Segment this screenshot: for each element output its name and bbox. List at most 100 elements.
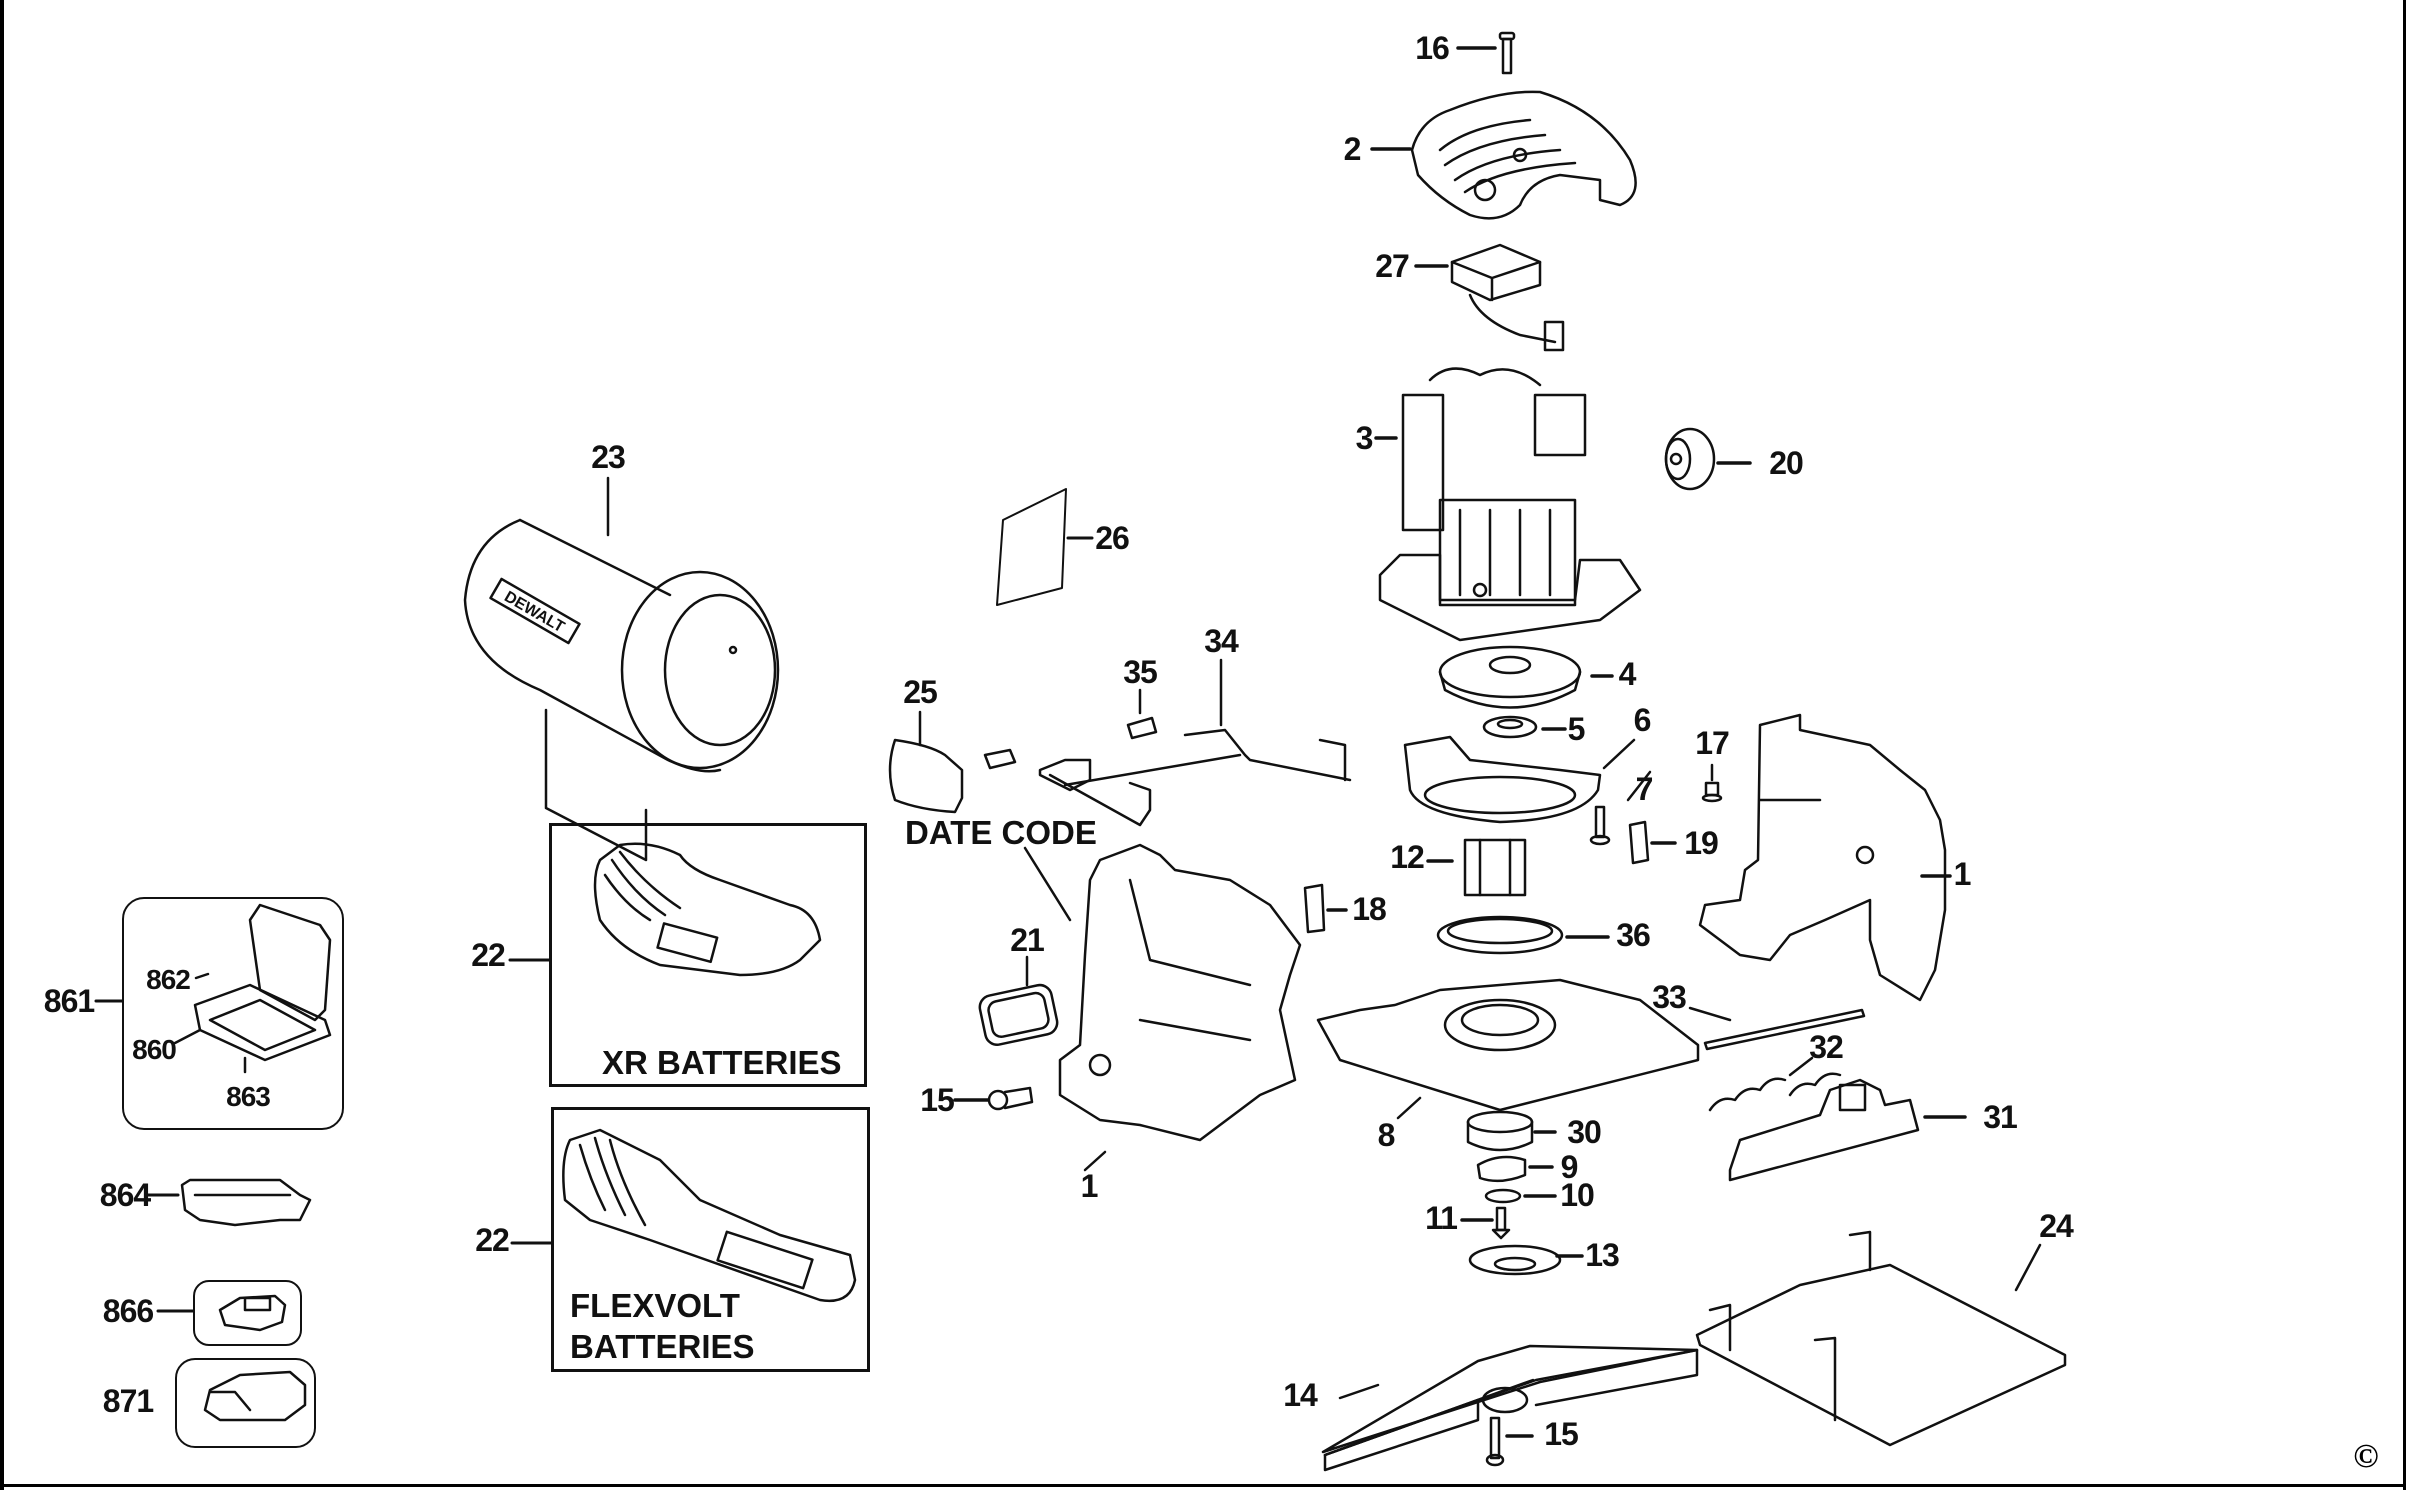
part-label-2: 2 (1343, 131, 1362, 167)
part-34-wire-clamp (1040, 660, 1350, 825)
part-label-22-flexvolt: 22 (475, 1222, 510, 1258)
part-label-5: 5 (1567, 711, 1586, 747)
frame-border-left (0, 0, 4, 1490)
part-14-sanding-pad (1323, 1335, 1697, 1470)
part-label-10: 10 (1560, 1177, 1595, 1213)
part-861-kit-box (175, 905, 330, 1072)
part-36-seal-ring (1438, 917, 1608, 953)
part-label-18: 18 (1352, 891, 1387, 927)
part-label-14: 14 (1283, 1377, 1318, 1413)
battery-frame (193, 1280, 302, 1346)
part-label-31: 31 (1983, 1099, 2018, 1135)
part-label-23: 23 (591, 439, 626, 475)
part-31-clamp-lever (1730, 1080, 1965, 1180)
part-864-kit-insert (148, 1180, 310, 1225)
part-19-terminal-clip (1630, 822, 1675, 863)
part-17-spring-screw (1703, 765, 1721, 801)
part-9-counterweight (1478, 1157, 1552, 1181)
part-label-27: 27 (1375, 248, 1410, 284)
dewalt-logo (491, 579, 580, 643)
part-label-26: 26 (1095, 520, 1130, 556)
part-label-22-xr: 22 (471, 937, 506, 973)
kit-box-frame (122, 897, 344, 1130)
part-label-871: 871 (102, 1383, 154, 1419)
part-1-right-housing (1700, 715, 1950, 1000)
part-21-gasket (978, 957, 1060, 1047)
part-label-25: 25 (903, 674, 938, 710)
date-code-leader (1025, 848, 1070, 920)
frame-border-bottom (0, 1484, 2406, 1487)
part-label-33: 33 (1652, 979, 1687, 1015)
part-label-861: 861 (43, 983, 95, 1019)
part-label-3: 3 (1355, 420, 1374, 456)
part-5-bearing (1484, 717, 1565, 737)
flexvolt-caption-line2: BATTERIES (570, 1328, 755, 1365)
flexvolt-caption-line1: FLEXVOLT (570, 1287, 740, 1324)
part-33-rod (1690, 1008, 1864, 1049)
part-label-7: 7 (1635, 771, 1654, 807)
part-871-charger (205, 1372, 305, 1420)
part-25-nameplate (890, 712, 1015, 812)
part-2-top-cover (1372, 92, 1636, 219)
part-label-16: 16 (1415, 30, 1450, 66)
part-20-knob (1666, 429, 1750, 489)
part-1-left-housing (1060, 845, 1300, 1170)
part-13-brake-ring (1470, 1246, 1582, 1274)
part-label-34: 34 (1204, 623, 1239, 659)
part-label-15-pad: 15 (1544, 1416, 1579, 1452)
part-label-12: 12 (1390, 839, 1425, 875)
part-label-30: 30 (1567, 1114, 1602, 1150)
part-16-screw (1458, 33, 1514, 73)
part-32-spring (1710, 1058, 1840, 1110)
part-7-screw (1591, 772, 1650, 844)
part-label-13: 13 (1585, 1237, 1620, 1273)
frame-border-right (2403, 0, 2406, 1490)
part-label-36: 36 (1616, 917, 1651, 953)
part-label-35: 35 (1123, 654, 1158, 690)
part-8-base-plate (1318, 980, 1698, 1118)
part-4-fan (1440, 647, 1612, 708)
part-label-6: 6 (1633, 702, 1652, 738)
part-label-9: 9 (1560, 1149, 1579, 1185)
part-866-battery (220, 1296, 285, 1330)
part-label-864: 864 (99, 1177, 151, 1213)
part-label-862: 862 (146, 964, 191, 995)
part-label-15-housing: 15 (920, 1082, 955, 1118)
part-label-1-left: 1 (1080, 1168, 1099, 1204)
part-label-17: 17 (1695, 725, 1730, 761)
part-label-860: 860 (132, 1034, 177, 1065)
part-26-label (997, 489, 1092, 605)
part-18-terminal-clip (1305, 885, 1346, 932)
part-label-863: 863 (226, 1081, 271, 1112)
date-code-caption: DATE CODE (905, 814, 1097, 851)
part-label-19: 19 (1684, 825, 1719, 861)
part-10-washer (1486, 1190, 1555, 1202)
part-3-motor-assembly (1376, 369, 1640, 640)
copyright-symbol: © (2353, 1438, 2379, 1475)
part-27-module (1416, 245, 1563, 350)
part-label-32: 32 (1809, 1029, 1844, 1065)
part-label-866: 866 (102, 1293, 154, 1329)
part-label-21: 21 (1010, 922, 1045, 958)
part-15-housing-screw (955, 1088, 1032, 1109)
part-6-baffle (1405, 737, 1634, 822)
xr-batteries-caption: XR BATTERIES (602, 1044, 842, 1081)
part-label-20: 20 (1769, 445, 1804, 481)
xr-batteries-box (549, 823, 867, 1087)
part-24-punch-plate (1697, 1232, 2065, 1445)
part-label-4: 4 (1618, 656, 1637, 692)
part-label-11: 11 (1425, 1200, 1458, 1236)
part-12-sleeve (1428, 840, 1525, 895)
part-22-flexvolt-adapter (563, 1130, 855, 1301)
part-label-8: 8 (1377, 1117, 1396, 1153)
part-22-xr-adapter (595, 844, 820, 975)
part-label-1-right: 1 (1953, 856, 1972, 892)
part-label-24: 24 (2039, 1208, 2074, 1244)
flexvolt-batteries-box (551, 1107, 870, 1372)
part-11-screw (1462, 1208, 1509, 1238)
part-15-pad-screw (1487, 1418, 1532, 1465)
part-35-clip (1128, 690, 1156, 738)
part-30-bearing (1468, 1112, 1555, 1150)
